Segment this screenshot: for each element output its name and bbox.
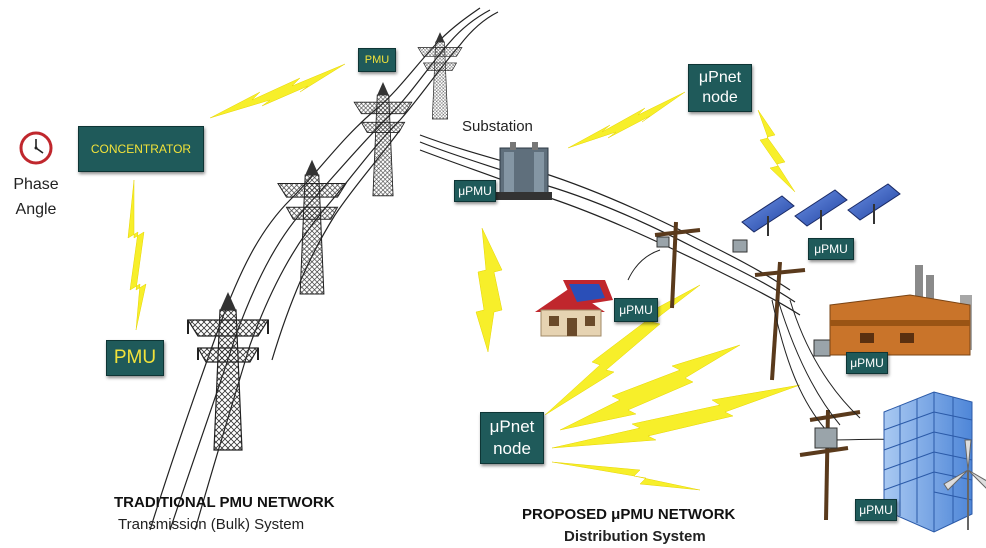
pmu-badge-large: PMU: [106, 340, 164, 376]
lightning-bolt: [559, 344, 741, 431]
concentrator-label: CONCENTRATOR: [90, 142, 192, 156]
factory: [829, 265, 972, 356]
pylon: [277, 159, 347, 295]
substation-transformer: [496, 142, 552, 200]
lightning-bolt: [209, 63, 346, 119]
house: [535, 280, 613, 337]
traditional-network-title: TRADITIONAL PMU NETWORK: [114, 494, 335, 511]
concentrator-box: CONCENTRATOR: [78, 126, 204, 172]
clock-icon: [19, 131, 53, 165]
solar-panel: [847, 183, 901, 224]
upmu-badge: μPMU: [454, 180, 496, 202]
lightning-bolt: [551, 384, 801, 449]
substation-label: Substation: [462, 118, 533, 135]
upmu-badge: μPMU: [855, 499, 897, 521]
pylon: [353, 82, 413, 197]
solar-panel: [741, 195, 795, 236]
lightning-bolt: [544, 284, 701, 416]
pmu-label: PMU: [364, 54, 390, 66]
pole-transformers: [656, 236, 838, 449]
lightning-bolt: [551, 461, 701, 491]
office-building: [883, 391, 973, 533]
pylon: [417, 32, 463, 120]
lightning-bolt: [475, 227, 503, 353]
wind-turbine: [943, 439, 986, 530]
pmu-badge-small: PMU: [358, 48, 396, 72]
lightning-bolt: [567, 91, 686, 149]
transmission-system-subtitle: Transmission (Bulk) System: [118, 516, 305, 533]
pmu-label: PMU: [113, 347, 157, 368]
lightning-bolt: [127, 179, 147, 331]
phase-angle-label: Phase Angle: [13, 176, 59, 218]
lightning-bolt: [757, 109, 796, 193]
solar-panel: [794, 189, 848, 230]
pylon: [186, 292, 270, 451]
proposed-network-title: PROPOSED μPMU NETWORK: [522, 506, 736, 523]
upmu-badge: μPMU: [614, 298, 658, 322]
upmu-badge: μPMU: [846, 352, 888, 374]
distribution-system-subtitle: Distribution System: [564, 528, 706, 545]
lightning-bolts: [127, 63, 801, 491]
upmu-badge: μPMU: [808, 238, 854, 260]
